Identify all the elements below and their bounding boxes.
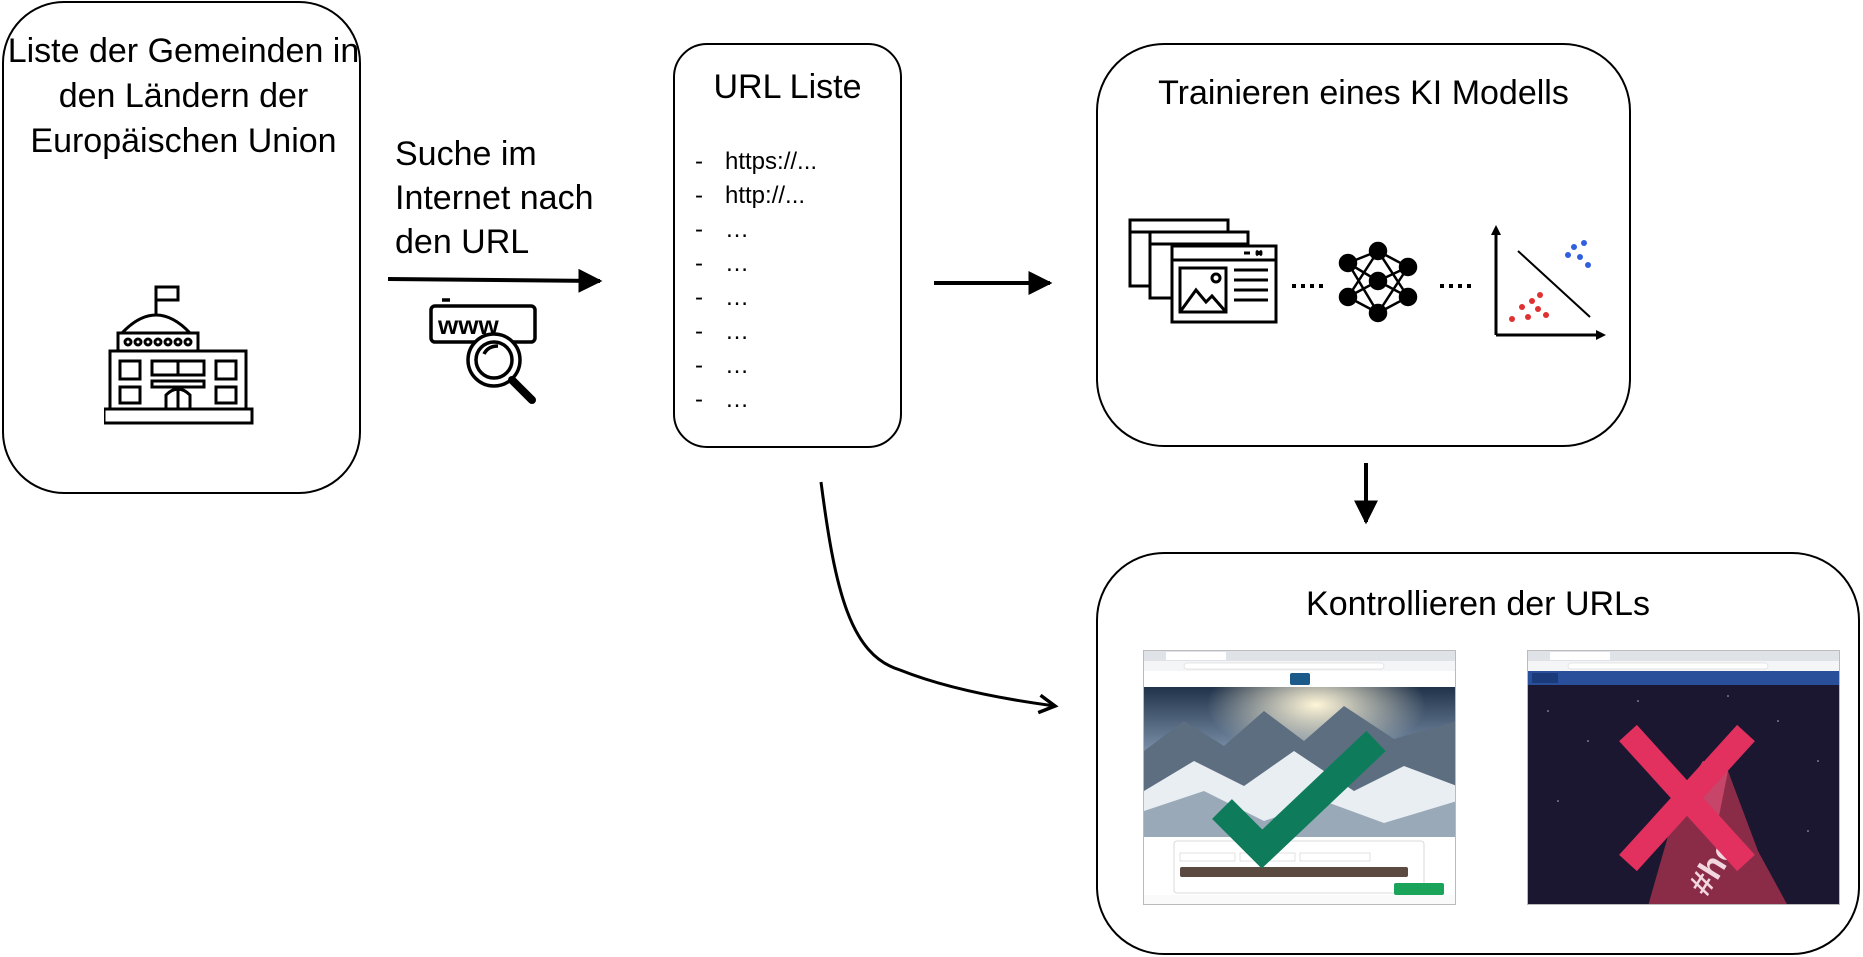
url-list-item: -https://... (695, 148, 818, 175)
scatter-plot-icon (1491, 225, 1606, 340)
url-list-item: -… (695, 250, 749, 277)
www-search-icon: www (429, 298, 537, 404)
train-model-box: Trainieren eines KI Modells (1096, 43, 1631, 447)
arrow-search-to-url-list (387, 268, 603, 293)
url-list: -https://... -http://... -… -… -… -… -… … (695, 145, 817, 417)
search-step-label: Suche im Internet nach den URL (395, 135, 594, 261)
url-list-title: URL Liste (713, 68, 862, 106)
neural-network-icon (1338, 241, 1418, 323)
arrow-url-list-to-control (819, 481, 1055, 706)
url-list-item: -http://... (695, 182, 806, 209)
check-mark-icon (1212, 730, 1386, 869)
gemeinden-list-title: Liste der Gemeinden in den Ländern der E… (7, 32, 360, 160)
url-list-item: -… (695, 386, 749, 413)
url-list-item: -… (695, 318, 749, 345)
control-urls-title: Kontrollieren der URLs (1306, 585, 1650, 623)
train-model-title: Trainieren eines KI Modells (1158, 74, 1569, 112)
url-list-item: -… (695, 352, 749, 379)
dotted-connector-icon (1292, 284, 1328, 288)
website-screenshot-wrong: #ho (1527, 650, 1840, 905)
url-list-item: -… (695, 284, 749, 311)
web-pages-icon (1128, 218, 1278, 324)
cross-mark-icon (1619, 724, 1755, 872)
dotted-connector-icon (1440, 284, 1476, 288)
town-hall-icon (104, 285, 254, 425)
url-list-box: URL Liste -https://... -http://... -… -…… (673, 43, 902, 448)
gemeinden-list-box: Liste der Gemeinden in den Ländern der E… (2, 1, 361, 494)
website-screenshot-correct (1143, 650, 1456, 905)
url-list-item: -… (695, 216, 749, 243)
